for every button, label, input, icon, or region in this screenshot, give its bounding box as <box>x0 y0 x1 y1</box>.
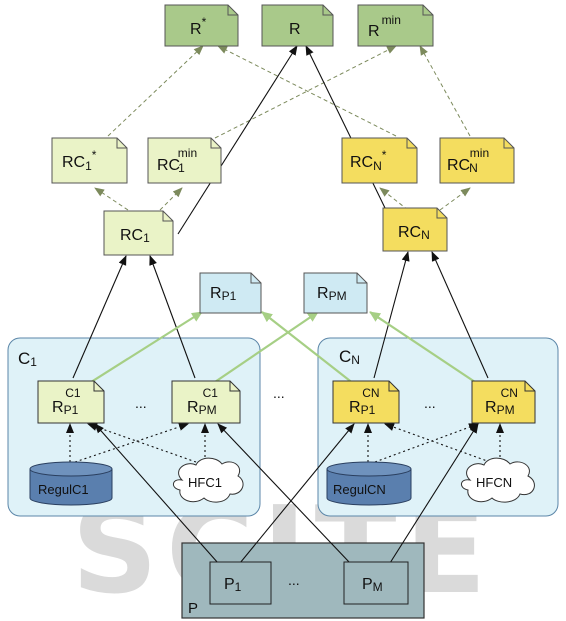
svg-text:RPMC1: RPMC1 <box>187 386 218 417</box>
doc-r-text: R <box>289 21 301 38</box>
doc-rcn-min: RCNmin <box>439 137 515 184</box>
svg-text:RC1min: RC1min <box>157 146 197 175</box>
doc-r: R <box>261 4 334 47</box>
cloud-icon-c1: HFC1 <box>173 457 244 503</box>
pm-box <box>343 561 409 605</box>
dotted-arrows <box>66 423 504 463</box>
database-icon-cn: RegulCN <box>326 461 412 506</box>
cloud-icon-cn: HFCN <box>461 457 535 503</box>
p1-label: P1 <box>224 576 242 594</box>
svg-text:RCN*: RCN* <box>350 148 387 173</box>
p1-box <box>209 561 272 605</box>
cluster-cn-label: CN <box>339 347 360 367</box>
green-arrows <box>87 311 479 385</box>
database-icon-c1: RegulC1 <box>29 461 113 506</box>
svg-text:RC1: RC1 <box>120 227 150 245</box>
doc-r-min-text: Rmin <box>368 13 401 40</box>
svg-text:RP1C1: RP1C1 <box>52 386 81 417</box>
ellipsis-c1: ... <box>135 395 147 411</box>
doc-r-star-text: R* <box>190 15 207 38</box>
cluster-c1-label: C1 <box>18 349 37 369</box>
ellipsis-cn: ... <box>424 395 436 411</box>
ellipsis-bottom: ... <box>288 572 300 588</box>
svg-text:RC1*: RC1* <box>62 148 97 173</box>
pm-label: PM <box>362 576 383 594</box>
doc-c1-rp1: RP1C1 <box>37 380 105 424</box>
svg-text:RegulC1: RegulC1 <box>38 482 89 497</box>
doc-rc1: RC1 <box>103 210 174 256</box>
doc-c1-rpm: RPMC1 <box>171 380 241 424</box>
p-label: P <box>188 600 198 617</box>
svg-text:RP1CN: RP1CN <box>349 386 380 417</box>
doc-cn-rpm: RPMCN <box>471 380 536 424</box>
svg-text:RP1: RP1 <box>210 285 237 303</box>
doc-rp1: RP1 <box>199 272 262 314</box>
svg-text:RPM: RPM <box>317 285 347 303</box>
ellipsis-between: ... <box>273 385 285 401</box>
svg-text:RegulCN: RegulCN <box>333 482 386 497</box>
svg-text:HFCN: HFCN <box>476 475 512 490</box>
doc-r-min: Rmin <box>357 4 434 47</box>
svg-text:RPMCN: RPMCN <box>485 386 518 417</box>
dashed-arrows <box>94 45 471 211</box>
svg-text:RCN: RCN <box>398 224 430 242</box>
doc-rcn: RCN <box>382 207 448 252</box>
solid-arrows <box>72 45 489 564</box>
doc-rc1-star: RC1* <box>51 137 128 184</box>
doc-rpm: RPM <box>303 272 368 314</box>
doc-cn-rp1: RP1CN <box>332 380 400 424</box>
doc-rc1-min: RC1min <box>147 137 222 184</box>
svg-text:HFC1: HFC1 <box>188 475 222 490</box>
doc-rcn-star: RCN* <box>341 137 418 184</box>
svg-text:RCNmin: RCNmin <box>447 146 489 175</box>
doc-r-star: R* <box>164 4 239 47</box>
